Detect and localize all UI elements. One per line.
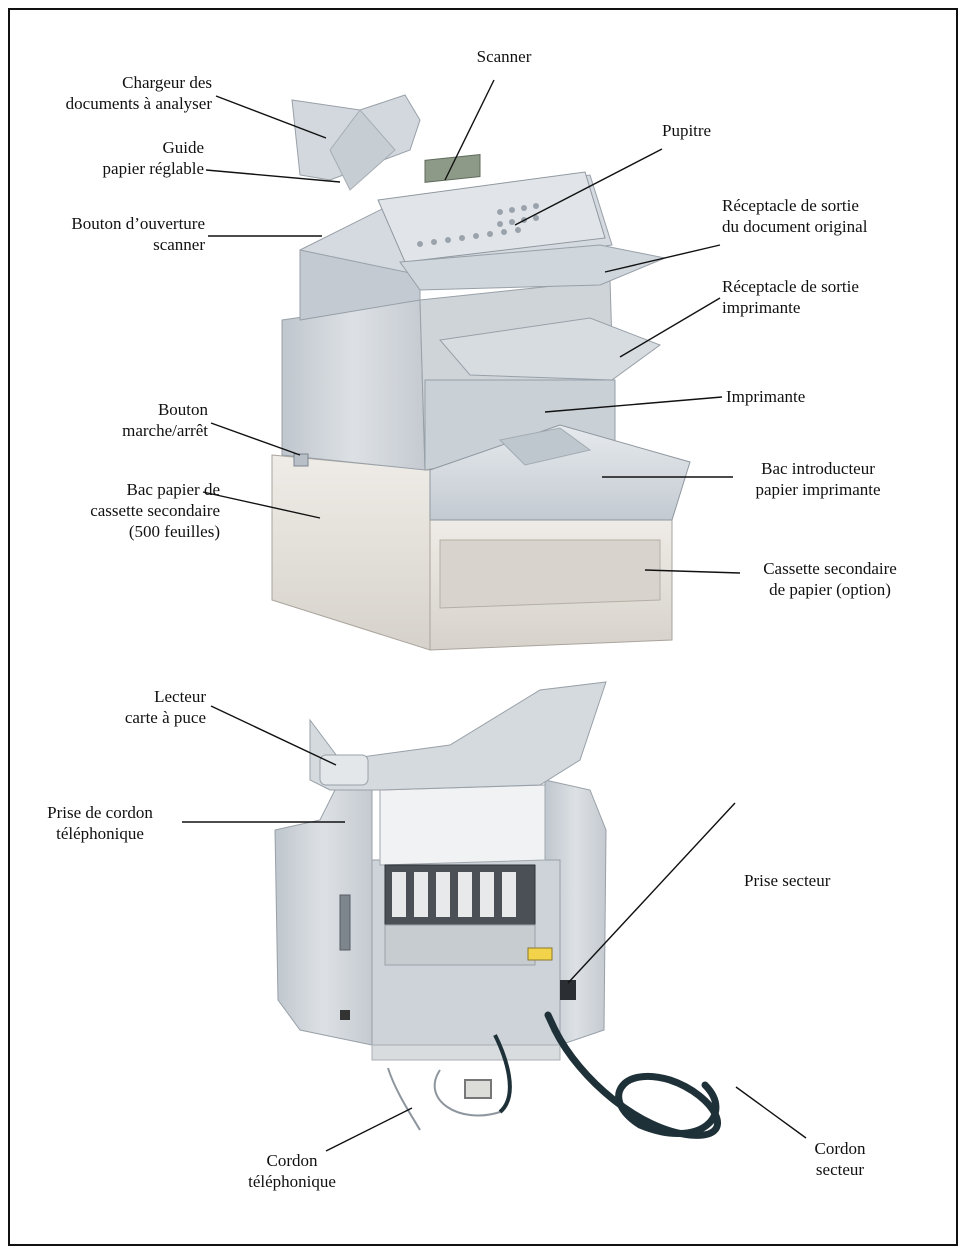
main-body (281, 299, 426, 471)
front-view-machine (271, 94, 691, 651)
label-phone-socket: Prise de cordon téléphonique (47, 803, 153, 843)
power-cord (544, 1011, 721, 1139)
label-printer: Imprimante (726, 387, 806, 406)
power-button (293, 453, 309, 467)
rear-view-machine (274, 681, 607, 1061)
leader-lines (182, 79, 807, 1152)
label-secondary-cassette: Cassette secondaire de papier (option) (763, 559, 897, 599)
label-cassette-tray: Bac papier de cassette secondaire (500 f… (90, 480, 220, 541)
label-phone-cord: Cordon téléphonique (248, 1151, 336, 1191)
secondary-cassette-base (271, 454, 431, 651)
label-power-cord: Cordon secteur (814, 1139, 866, 1179)
label-printer-output: Réceptacle de sortie imprimante (722, 277, 859, 317)
smart-card-reader (319, 754, 369, 786)
label-scanner: Scanner (476, 47, 532, 66)
phone-cord (387, 1034, 512, 1131)
label-paper-feed-tray: Bac introducteur papier imprimante (755, 459, 881, 499)
label-control-panel: Pupitre (662, 121, 712, 140)
label-card-reader: Lecteur carte à puce (124, 687, 206, 727)
label-document-feeder: Chargeur des documents à analyser (65, 73, 212, 113)
label-scanner-open-button: Bouton d’ouverture scanner (71, 214, 205, 254)
printer-output-tray (439, 317, 662, 381)
label-paper-guide: Guide papier réglable (102, 138, 204, 178)
label-power-socket: Prise secteur (744, 871, 831, 890)
phone-socket (340, 1010, 350, 1020)
power-socket (560, 980, 576, 1000)
label-original-output: Réceptacle de sortie du document origina… (722, 196, 868, 236)
label-power-button: Bouton marche/arrêt (122, 400, 208, 440)
original-output-tray (399, 244, 667, 291)
rear-body-left (274, 779, 373, 1046)
